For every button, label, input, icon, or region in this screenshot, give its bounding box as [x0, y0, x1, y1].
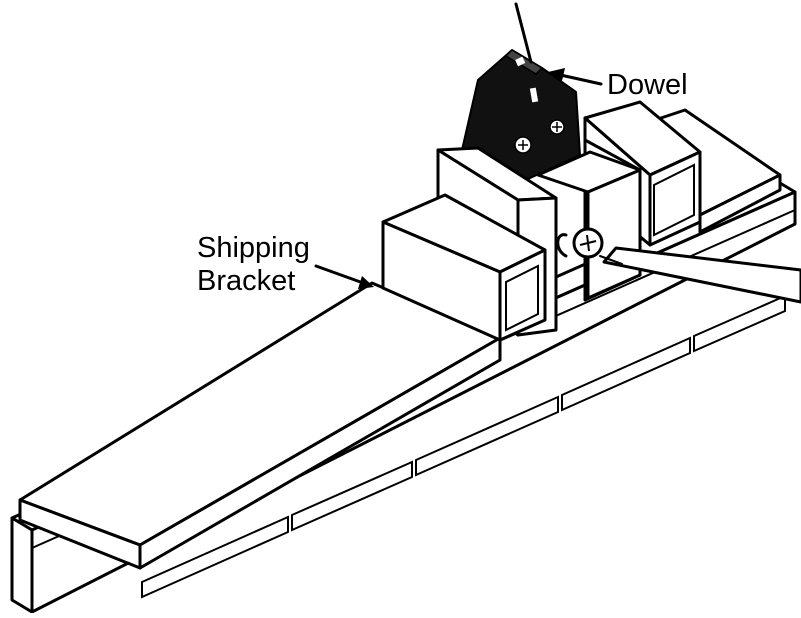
- shipping-bracket-label-line1: Shipping: [197, 232, 310, 264]
- shipping-bracket-label-line2: Bracket: [197, 265, 295, 297]
- base-slot: [415, 395, 559, 477]
- screwdriver-icon: [599, 246, 801, 304]
- base-slot: [291, 460, 413, 532]
- base-slot: [561, 336, 691, 412]
- dowel-label: Dowel: [607, 69, 688, 101]
- slide-plate: [18, 281, 502, 570]
- base-slot: [693, 294, 786, 353]
- adjustment-screw: [556, 227, 604, 259]
- leader-lines: [314, 2, 603, 289]
- base-slot: [141, 515, 289, 599]
- sensor-head: [461, 49, 581, 186]
- shipping-bracket: [381, 193, 547, 342]
- head-marker: [515, 56, 526, 67]
- head-slot: [529, 87, 539, 103]
